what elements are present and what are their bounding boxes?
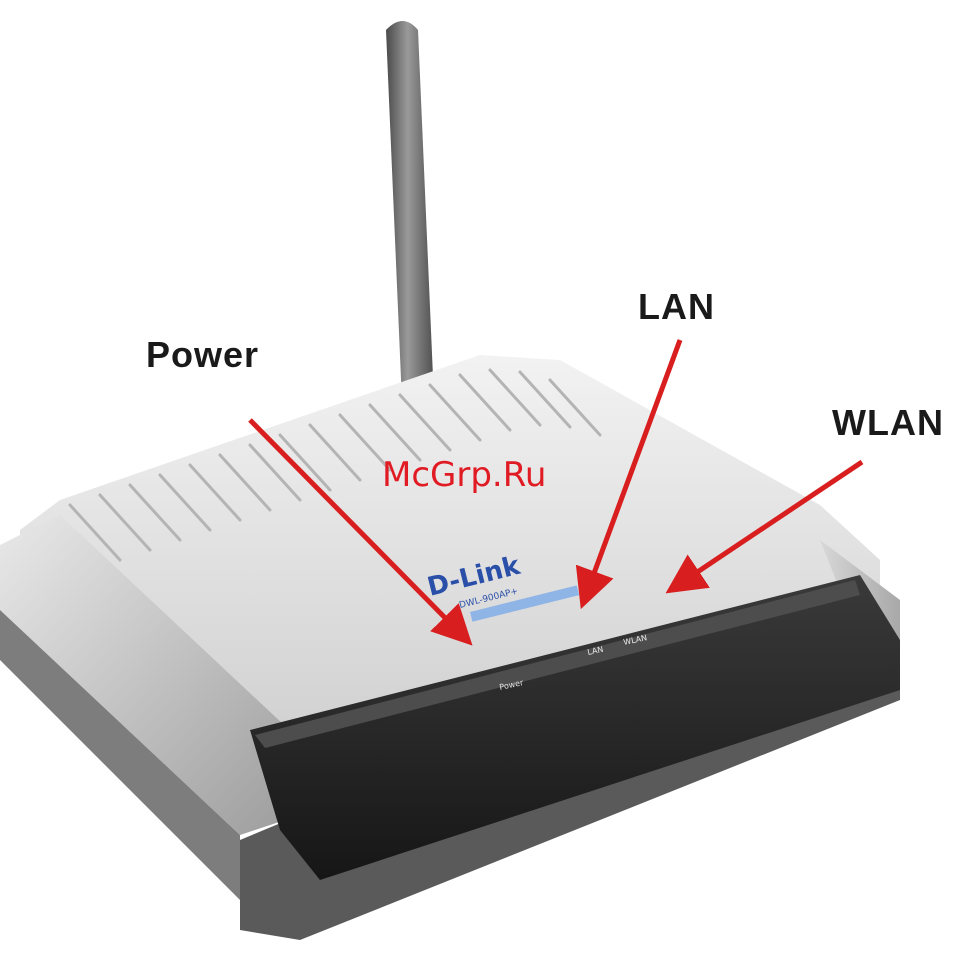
antenna-icon <box>386 21 439 408</box>
callout-lan: LAN <box>638 286 715 328</box>
callout-wlan: WLAN <box>832 402 944 444</box>
watermark: McGrp.Ru <box>382 455 546 495</box>
callout-power: Power <box>146 334 259 376</box>
router-body <box>0 355 900 940</box>
